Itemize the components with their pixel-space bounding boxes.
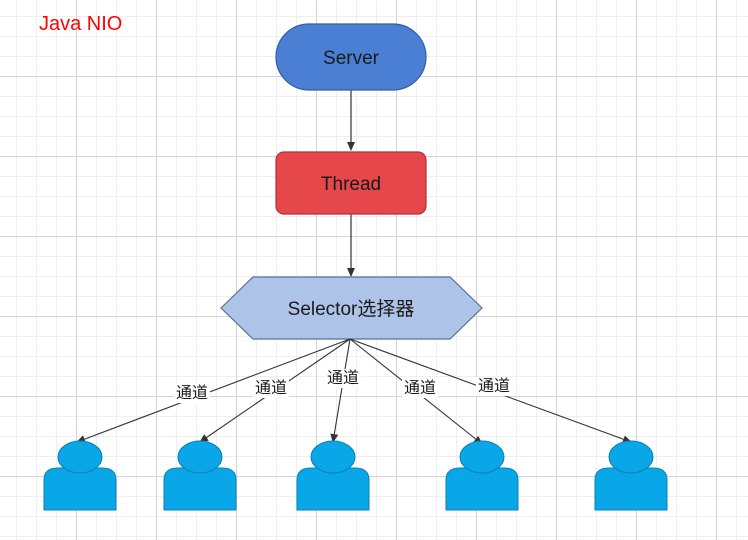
client-body: [445, 467, 519, 511]
channel-edge: [76, 338, 351, 443]
client-nodes: [43, 440, 668, 511]
client-user-icon: [43, 440, 117, 511]
thread-label: Thread: [321, 174, 381, 195]
client-head: [177, 440, 223, 474]
channel-label: 通道: [176, 383, 208, 402]
channel-label-bg: [402, 379, 438, 398]
server-label: Server: [323, 48, 380, 69]
client-user-icon: [445, 440, 519, 511]
client-body: [594, 467, 668, 511]
server-node: Server: [275, 23, 427, 91]
channel-edges: [76, 338, 632, 445]
channel-label-bg: [253, 379, 289, 398]
selector-node: Selector选择器: [220, 276, 483, 340]
selector-label: Selector选择器: [288, 298, 415, 320]
client-head: [310, 440, 356, 474]
client-head: [459, 440, 505, 474]
client-head: [608, 440, 654, 474]
client-body: [163, 467, 237, 511]
channel-label: 通道: [478, 376, 510, 395]
client-user-icon: [594, 440, 668, 511]
diagram-title: Java NIO: [39, 13, 123, 35]
channel-label-bg: [174, 384, 210, 403]
thread-node: Thread: [275, 151, 427, 215]
channel-labels: 通道通道通道通道通道: [174, 368, 512, 403]
client-user-icon: [296, 440, 370, 511]
client-body: [296, 467, 370, 511]
client-user-icon: [163, 440, 237, 511]
channel-label: 通道: [327, 368, 359, 387]
client-body: [43, 467, 117, 511]
channel-label: 通道: [255, 378, 287, 397]
channel-label: 通道: [404, 378, 436, 397]
channel-label-bg: [325, 369, 361, 388]
channel-label-bg: [476, 377, 512, 396]
channel-edge: [330, 338, 351, 443]
client-head: [57, 440, 103, 474]
